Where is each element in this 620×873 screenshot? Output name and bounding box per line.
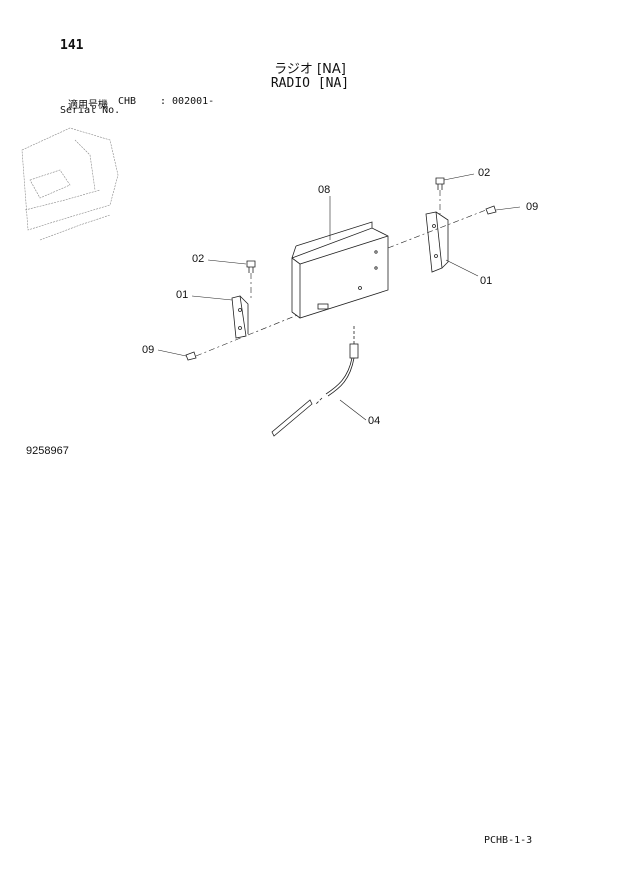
callout-04: 04 (368, 415, 380, 427)
callout-09-right: 09 (526, 201, 538, 213)
callout-02-right: 02 (478, 167, 490, 179)
radio-unit-body (291, 221, 389, 319)
callout-02-left: 02 (192, 253, 204, 265)
screw-left (185, 351, 197, 361)
title-japanese: ラジオ [NA] (274, 62, 346, 77)
bolt-left (246, 260, 256, 273)
page-code: PCHB-1-3 (484, 835, 533, 846)
callout-08: 08 (318, 184, 330, 196)
title-english: RADIO [NA] (270, 76, 350, 91)
callout-09-left: 09 (142, 344, 154, 356)
serial-label-english: Serial No. (60, 105, 121, 116)
antenna-cable (271, 326, 359, 437)
serial-label-japanese: 適用号機 (68, 100, 108, 111)
bracket-right (425, 211, 449, 273)
bracket-left (231, 295, 249, 339)
cab-locator-sketch (21, 127, 119, 241)
callout-01-left: 01 (176, 289, 188, 301)
callout-01-right: 01 (480, 275, 492, 287)
screw-right (485, 205, 497, 215)
bolt-right (435, 177, 445, 190)
drawing-number: 9258967 (26, 445, 69, 457)
serial-model: CHB (118, 96, 137, 107)
page-number: 141 (60, 38, 84, 53)
assembly-center-lines (195, 190, 487, 357)
leader-lines (157, 173, 521, 421)
serial-range: : 002001- (160, 96, 215, 107)
